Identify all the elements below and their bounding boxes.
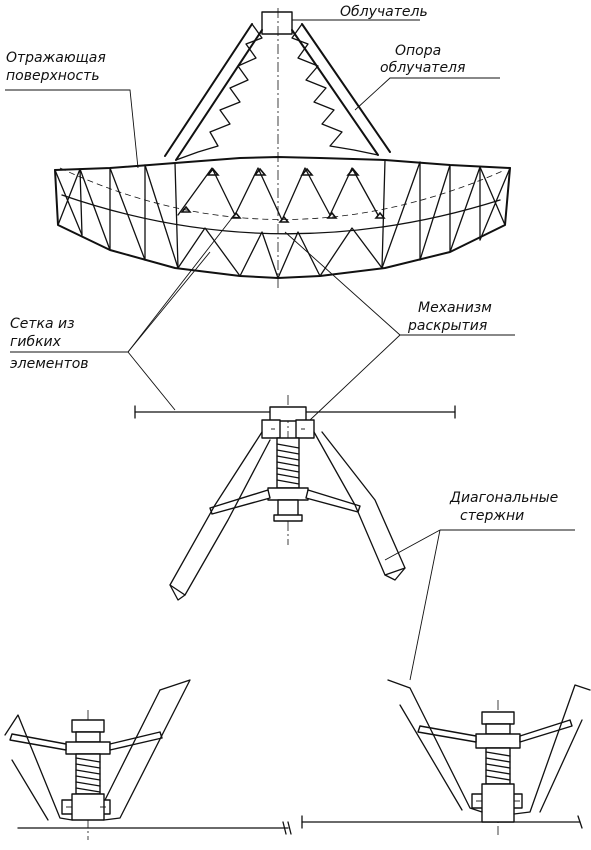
labels: Облучатель Отражающая поверхность Опора … (6, 4, 558, 524)
feed-support (164, 23, 391, 161)
mechanism-folded-right (301, 679, 591, 835)
feed-horn (261, 11, 293, 35)
label-mechanism-2: раскрытия (407, 318, 487, 334)
label-diagonal-2: стержни (460, 508, 524, 524)
mechanism-folded-left (4, 679, 292, 840)
label-mesh-3: элементов (10, 356, 89, 372)
label-reflective-surface-1: Отражающая (6, 50, 106, 66)
antenna-assembly (5, 8, 575, 681)
label-mechanism-1: Механизм (418, 300, 492, 316)
label-reflective-surface-2: поверхность (6, 68, 100, 84)
label-mesh-2: гибких (10, 334, 62, 350)
label-feed-support-1: Опора (395, 43, 441, 59)
leader-lines (5, 19, 575, 681)
label-mesh-1: Сетка из (10, 316, 75, 332)
label-feed: Облучатель (340, 4, 428, 20)
reflector-truss (54, 156, 511, 279)
label-feed-support-2: облучателя (380, 60, 465, 76)
label-diagonal-1: Диагональные (449, 490, 558, 506)
deployment-mechanism-middle (134, 395, 456, 601)
